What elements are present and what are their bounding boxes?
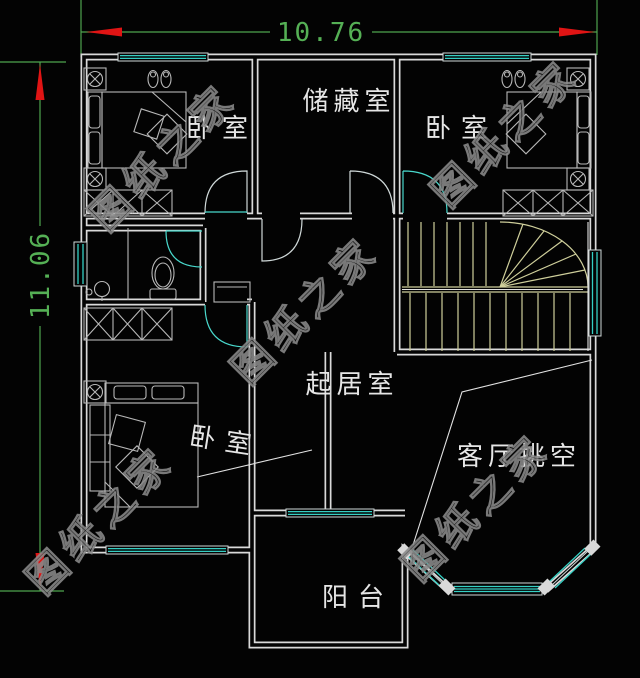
- lamp-icon: [569, 70, 587, 88]
- walls: [80, 53, 597, 649]
- sink-icon: [85, 280, 111, 301]
- lamp-icon: [86, 170, 104, 188]
- room-label-storage: 储藏室: [302, 87, 395, 117]
- watermarks: 图纸之家 图纸之家 图纸之家 图纸之家 图纸之家: [17, 50, 589, 604]
- furniture-bedroom-top-right: [501, 67, 594, 217]
- bed: [104, 402, 199, 508]
- slippers-icon: [147, 69, 172, 89]
- room-label-bedroom-top-left: 卧室: [186, 114, 258, 144]
- watermark-text: 图纸之家: [223, 228, 388, 393]
- bathroom-fixtures: [85, 228, 177, 301]
- staircase: [402, 221, 589, 351]
- doors: [165, 170, 448, 348]
- dimension-height-value: 11.06: [26, 231, 56, 319]
- wardrobe: [502, 189, 594, 217]
- arrow-up-icon: [35, 64, 45, 100]
- room-label-balcony: 阳台: [322, 583, 394, 613]
- slippers-icon: [501, 69, 526, 89]
- room-label-living: 起居室: [305, 370, 398, 400]
- dimension-top: 10.76: [80, 0, 598, 57]
- void-boundary: [196, 359, 593, 546]
- watermark-text: 图纸之家: [18, 438, 183, 603]
- room-label-bedroom-top-right: 卧室: [425, 114, 497, 144]
- furniture-bedroom-bottom-left: [83, 307, 199, 508]
- toilet-icon: [149, 256, 177, 300]
- room-labels: 卧室 储藏室 卧室 起居室 卧室 客厅挑空 阳台: [186, 87, 581, 613]
- dimension-width-value: 10.76: [277, 18, 365, 48]
- lamp-icon: [569, 170, 587, 188]
- room-label-void: 客厅挑空: [457, 442, 581, 472]
- windows: [73, 52, 602, 596]
- arrow-right-icon: [559, 27, 595, 37]
- lamp-icon: [86, 70, 104, 88]
- arrow-left-icon: [86, 27, 122, 37]
- wardrobe: [83, 307, 173, 341]
- wardrobe: [83, 189, 173, 217]
- furniture-bedroom-top-left: [83, 67, 188, 217]
- dimension-left: 11.06: [0, 61, 66, 592]
- lamp-icon: [86, 383, 104, 401]
- hall-cabinet: [213, 281, 251, 303]
- arrow-down-icon: [35, 553, 45, 589]
